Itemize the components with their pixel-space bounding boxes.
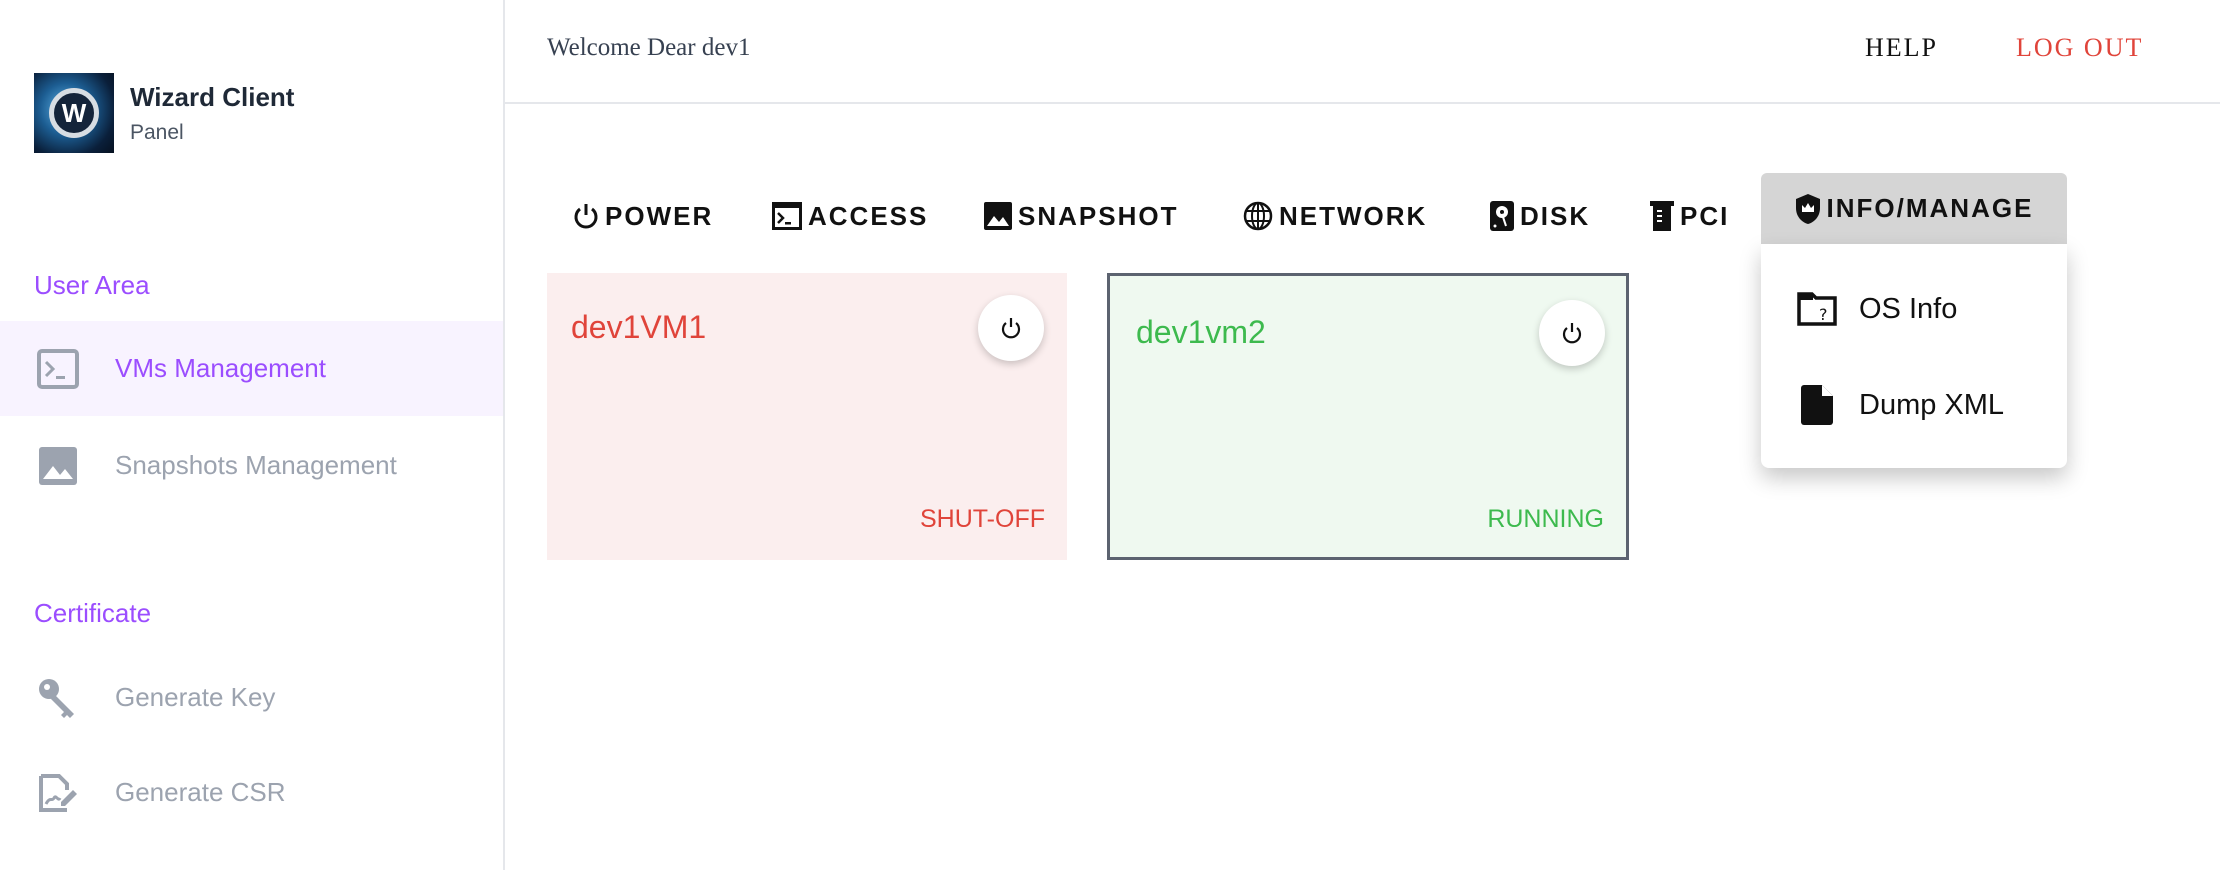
power-icon	[1562, 323, 1582, 344]
sidebar-item-label: VMs Management	[115, 353, 326, 383]
tab-label: POWER	[605, 200, 714, 231]
tab-label: SNAPSHOT	[1018, 200, 1179, 231]
image-icon	[984, 202, 1012, 230]
tab-label: ACCESS	[808, 200, 929, 231]
tab-label: DISK	[1520, 200, 1591, 231]
tab-label: INFO/MANAGE	[1826, 193, 2034, 223]
terminal-icon	[37, 348, 79, 390]
tab-snapshot[interactable]: SNAPSHOT	[984, 197, 1178, 235]
brand-subtitle: Panel	[130, 121, 184, 144]
top-header: Welcome Dear dev1 HELP LOG OUT	[505, 0, 2220, 104]
tab-label: NETWORK	[1279, 200, 1428, 231]
pci-icon	[1650, 201, 1674, 231]
vm-name: dev1VM1	[571, 309, 707, 345]
tab-power[interactable]: POWER	[573, 197, 713, 235]
vm-card-dev1VM1[interactable]: dev1VM1 SHUT-OFF	[547, 273, 1067, 560]
sidebar-item-snapshots-management[interactable]: Snapshots Management	[0, 418, 503, 513]
tab-pci[interactable]: PCI	[1650, 197, 1729, 235]
logo: W	[34, 73, 114, 153]
info-manage-dropdown: ? OS Info Dump XML	[1761, 244, 2067, 468]
brand-title: Wizard Client	[130, 82, 295, 112]
vm-card-dev1vm2[interactable]: dev1vm2 RUNNING	[1107, 273, 1629, 560]
folder-question-icon: ?	[1797, 292, 1837, 326]
menu-item-os-info[interactable]: ? OS Info	[1761, 264, 2067, 354]
vm-name: dev1vm2	[1136, 314, 1266, 350]
menu-item-label: OS Info	[1859, 292, 1958, 325]
sidebar-item-label: Snapshots Management	[115, 450, 397, 480]
sidebar-item-label: Generate CSR	[115, 777, 286, 807]
vm-power-button[interactable]	[978, 295, 1044, 361]
logo-w-icon: W	[49, 88, 99, 138]
shield-crown-icon	[1795, 193, 1820, 224]
tab-info-manage[interactable]: INFO/MANAGE	[1761, 173, 2067, 244]
disk-icon	[1490, 201, 1514, 231]
power-icon	[1001, 318, 1021, 339]
key-icon	[37, 677, 79, 719]
section-certificate: Certificate	[34, 598, 152, 628]
vm-status: RUNNING	[1487, 505, 1604, 533]
terminal-icon	[772, 202, 802, 230]
vm-power-button[interactable]	[1539, 300, 1605, 366]
power-icon	[574, 204, 598, 229]
sidebar-item-label: Generate Key	[115, 682, 276, 712]
help-link[interactable]: HELP	[1865, 33, 1938, 62]
image-icon	[37, 445, 79, 487]
globe-icon	[1243, 201, 1273, 231]
sidebar-item-generate-csr[interactable]: Generate CSR	[0, 745, 503, 840]
section-user-area: User Area	[34, 270, 150, 300]
sidebar-item-vms-management[interactable]: VMs Management	[0, 321, 503, 416]
tab-access[interactable]: ACCESS	[772, 197, 928, 235]
sidebar-item-generate-key[interactable]: Generate Key	[0, 650, 503, 745]
signature-icon	[37, 772, 79, 814]
svg-text:?: ?	[1819, 305, 1828, 324]
tab-label: PCI	[1680, 200, 1730, 231]
tab-disk[interactable]: DISK	[1490, 197, 1590, 235]
vm-status: SHUT-OFF	[920, 505, 1045, 533]
welcome-text: Welcome Dear dev1	[547, 34, 751, 61]
menu-item-dump-xml[interactable]: Dump XML	[1761, 360, 2067, 450]
tab-network[interactable]: NETWORK	[1243, 197, 1427, 235]
menu-item-label: Dump XML	[1859, 388, 2005, 421]
sidebar: W Wizard Client Panel User Area VMs Mana…	[0, 0, 505, 870]
logout-link[interactable]: LOG OUT	[2016, 33, 2144, 62]
file-icon	[1797, 385, 1837, 425]
